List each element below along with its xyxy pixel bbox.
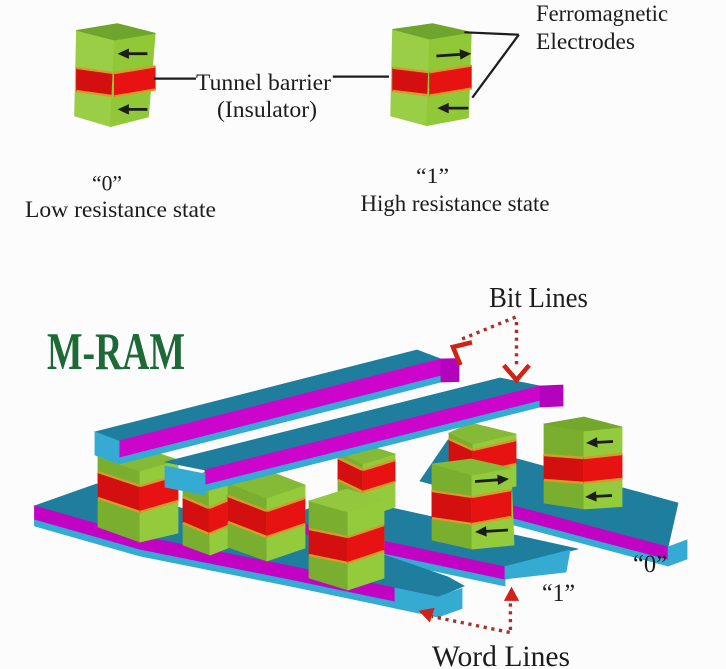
svg-text:“1”: “1” [416, 163, 449, 188]
svg-text:Low resistance state: Low resistance state [25, 197, 216, 222]
svg-text:(Insulator): (Insulator) [217, 97, 317, 122]
svg-text:High resistance state: High resistance state [361, 191, 550, 216]
svg-text:Word Lines: Word Lines [432, 640, 570, 669]
svg-text:“0”: “0” [633, 551, 667, 578]
svg-text:Electrodes: Electrodes [536, 29, 635, 54]
svg-text:Bit Lines: Bit Lines [489, 283, 588, 314]
svg-text:Tunnel barrier: Tunnel barrier [196, 70, 331, 95]
svg-text:“1”: “1” [542, 580, 575, 607]
svg-text:“0”: “0” [92, 171, 122, 196]
svg-text:M-RAM: M-RAM [47, 323, 185, 381]
svg-text:Ferromagnetic: Ferromagnetic [536, 1, 668, 26]
